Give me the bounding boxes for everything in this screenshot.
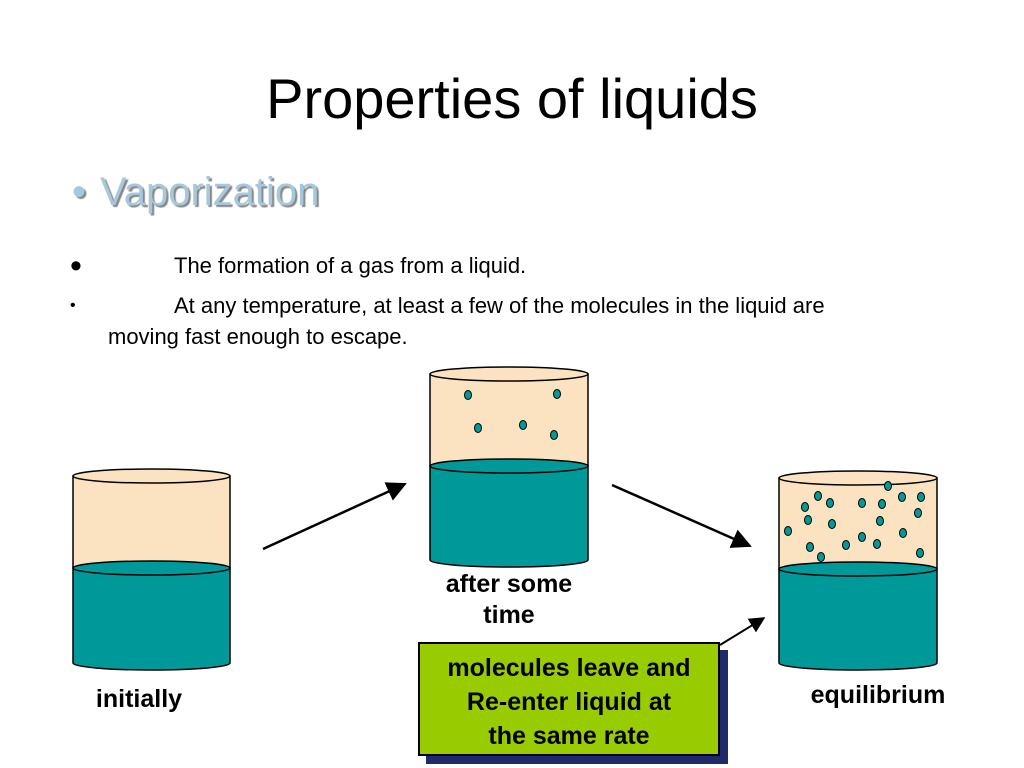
definition-point: • The formation of a gas from a liquid. (70, 249, 527, 283)
temperature-point-continued: moving fast enough to escape. (108, 322, 408, 352)
callout-line1: molecules leave and (447, 654, 691, 682)
definition-text: The formation of a gas from a liquid. (174, 253, 527, 278)
label-after-line1: after some (445, 570, 573, 598)
definition-bullet: • (70, 247, 82, 285)
label-after-some-time: after some time (420, 569, 598, 631)
heading-bullet: • (72, 170, 87, 214)
label-equilibrium: equilibrium (810, 681, 946, 709)
slide-title: Properties of liquids (266, 67, 758, 130)
callout-line2: Re-enter liquid at (466, 688, 672, 716)
beaker-equilibrium (778, 470, 938, 671)
arrow-to-equilibrium (611, 483, 752, 548)
equilibrium-callout-box: molecules leave and Re-enter liquid at t… (418, 642, 720, 756)
callout-pointer-arrow (719, 617, 766, 646)
callout-line3: the same rate (488, 722, 650, 750)
label-initially: initially (95, 685, 183, 713)
vapor-molecules-few (464, 389, 561, 440)
temperature-bullet: • (70, 297, 76, 314)
temperature-point: • At any temperature, at least a few of … (70, 291, 825, 321)
vapor-molecules-many (784, 481, 925, 562)
heading-text: Vaporization (100, 170, 320, 214)
beaker-after-some-time (429, 366, 589, 568)
vaporization-heading: • Vaporization (72, 166, 319, 218)
label-after-line2: time (483, 601, 535, 629)
temperature-text-line1: At any temperature, at least a few of th… (174, 293, 825, 318)
temperature-text-line2: moving fast enough to escape. (108, 324, 408, 349)
beaker-initially (72, 468, 231, 671)
arrow-to-after (262, 482, 407, 551)
